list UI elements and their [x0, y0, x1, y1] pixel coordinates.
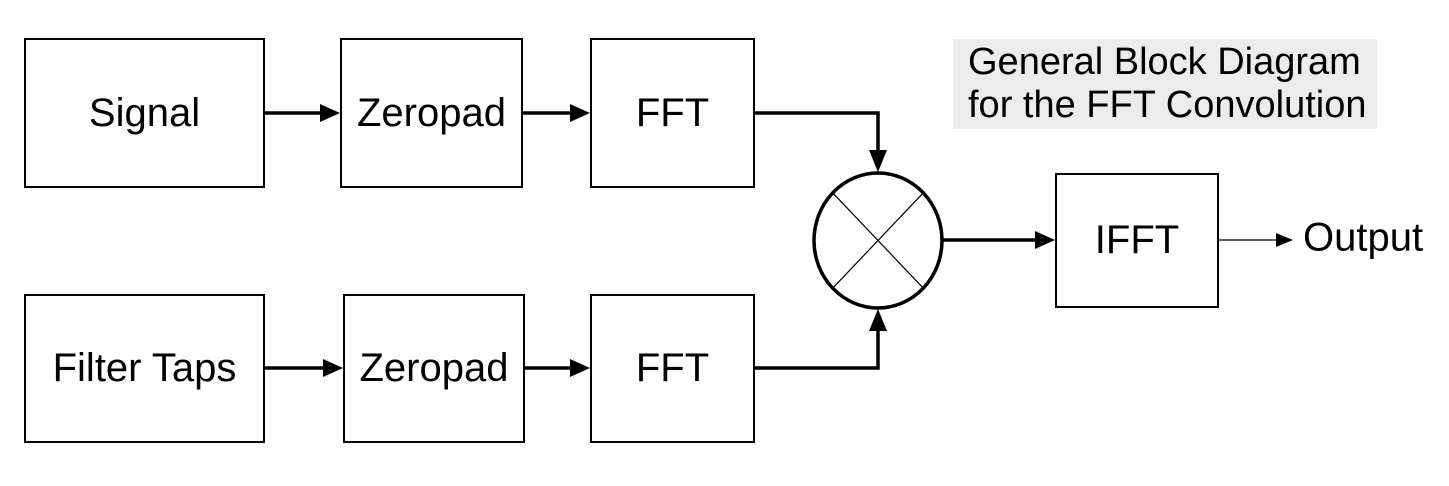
block-zeropad-top-label: Zeropad	[357, 90, 506, 135]
arrow-signal-to-zeropad	[265, 104, 340, 122]
arrow-fft-bottom-to-multiplier	[755, 309, 887, 370]
block-signal-label: Signal	[88, 90, 201, 135]
arrow-filter-taps-to-zeropad	[265, 359, 343, 377]
diagram-title-line1: General Block Diagram	[968, 41, 1361, 83]
block-zeropad-top: Zeropad	[340, 38, 523, 188]
block-fft-top: FFT	[590, 38, 755, 188]
arrow-fft-top-to-multiplier	[755, 111, 887, 172]
block-filter-taps: Filter Taps	[24, 294, 265, 443]
block-signal: Signal	[24, 38, 265, 188]
block-fft-top-label: FFT	[635, 90, 710, 135]
block-fft-bottom: FFT	[590, 294, 755, 443]
diagram-title: General Block Diagram for the FFT Convol…	[953, 39, 1377, 129]
arrow-multiplier-to-ifft	[942, 231, 1055, 249]
block-fft-bottom-label: FFT	[635, 346, 710, 390]
arrow-ifft-to-output	[1219, 233, 1293, 247]
block-ifft: IFFT	[1055, 173, 1219, 308]
block-zeropad-bottom: Zeropad	[343, 294, 525, 443]
block-filter-taps-label: Filter Taps	[52, 346, 237, 390]
arrow-zeropad-to-fft-top	[523, 104, 590, 122]
output-label: Output	[1303, 215, 1424, 260]
block-ifft-label: IFFT	[1094, 218, 1180, 262]
multiplier-icon	[812, 171, 944, 310]
arrow-zeropad-to-fft-bottom	[525, 359, 590, 377]
diagram-title-line2: for the FFT Convolution	[968, 84, 1367, 126]
block-zeropad-bottom-label: Zeropad	[359, 346, 509, 390]
